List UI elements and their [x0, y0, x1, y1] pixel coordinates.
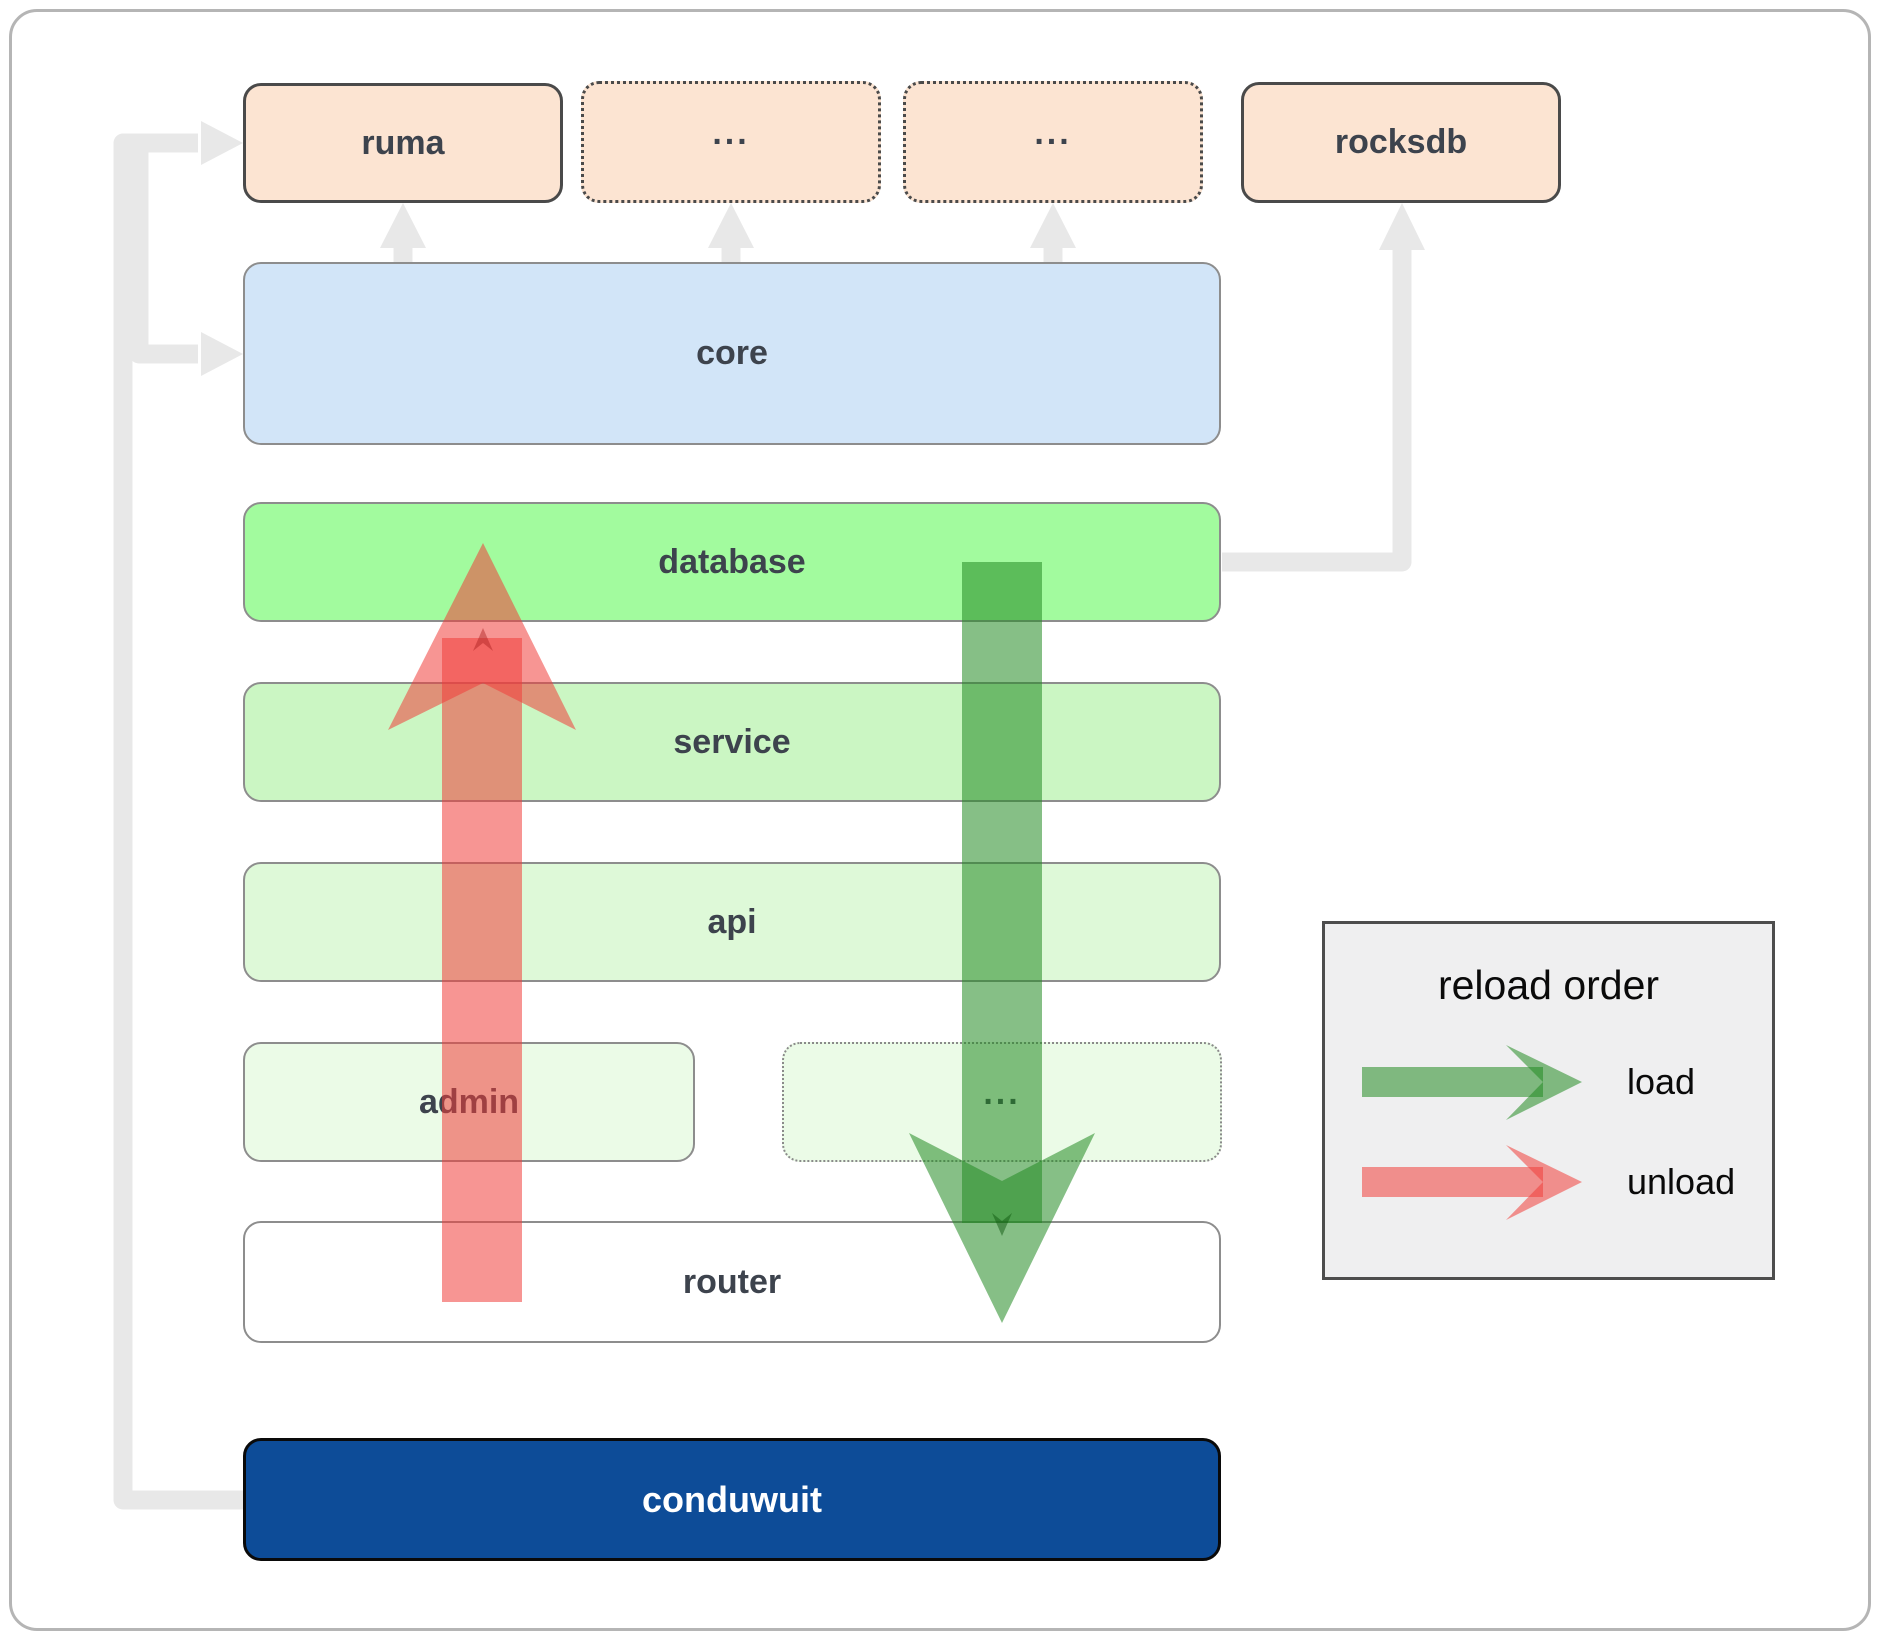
ellipsis-top-1-label: ... — [712, 113, 750, 152]
layer-box-ellipsis-top-2: ... — [903, 81, 1203, 203]
conduwuit-to-core-connector — [129, 150, 198, 364]
load-arrow-icon — [1362, 1045, 1582, 1120]
arrowhead-core-ellipsis2-icon — [1030, 203, 1076, 248]
unload-arrow-icon — [1362, 1145, 1582, 1220]
arrowhead-core-ruma-icon — [380, 203, 426, 248]
layer-box-core: core — [243, 262, 1221, 445]
arrowhead-into-core-icon — [201, 332, 243, 376]
conduwuit-to-ruma-connector — [113, 133, 243, 1510]
layer-box-conduwuit: conduwuit — [243, 1438, 1221, 1561]
rocksdb-label: rocksdb — [1334, 123, 1468, 161]
layer-box-rocksdb: rocksdb — [1241, 82, 1561, 203]
arrowhead-core-ellipsis1-icon — [708, 203, 754, 248]
unload-arrowhead-icon — [388, 543, 576, 730]
load-inner-tip-icon — [992, 1213, 1012, 1236]
layer-box-database: database — [243, 502, 1221, 622]
layer-box-ruma: ruma — [243, 83, 563, 203]
database-label: database — [658, 542, 806, 581]
legend-row-unload: unload — [1362, 1140, 1742, 1224]
load-arrow-shaft — [962, 562, 1042, 1223]
arrowhead-into-rocksdb-icon — [1379, 203, 1425, 250]
database-to-rocksdb-connector — [1222, 248, 1412, 572]
router-label: router — [682, 1262, 782, 1301]
unload-arrow — [388, 543, 576, 1302]
legend-row-load: load — [1362, 1040, 1742, 1124]
unload-arrow-shaft — [442, 638, 522, 1302]
legend-load-label: load — [1627, 1061, 1696, 1102]
legend-title: reload order — [1437, 962, 1660, 1008]
load-arrow — [909, 562, 1095, 1323]
conduwuit-label: conduwuit — [642, 1478, 822, 1520]
layer-box-api: api — [243, 862, 1221, 982]
outer-frame — [9, 9, 1871, 1631]
unload-inner-tip-icon — [473, 628, 493, 651]
ruma-label: ruma — [361, 123, 445, 162]
layer-box-ellipsis-top-1: ... — [581, 81, 881, 203]
legend: reload order load unload — [1322, 921, 1775, 1280]
ellipsis-top-2-label: ... — [1034, 113, 1072, 152]
layer-box-router: router — [243, 1221, 1221, 1343]
legend-unload-label: unload — [1627, 1161, 1736, 1202]
arrowhead-into-ruma-icon — [201, 121, 243, 165]
core-label: core — [696, 334, 768, 372]
api-label: api — [707, 902, 757, 941]
service-label: service — [673, 722, 791, 761]
